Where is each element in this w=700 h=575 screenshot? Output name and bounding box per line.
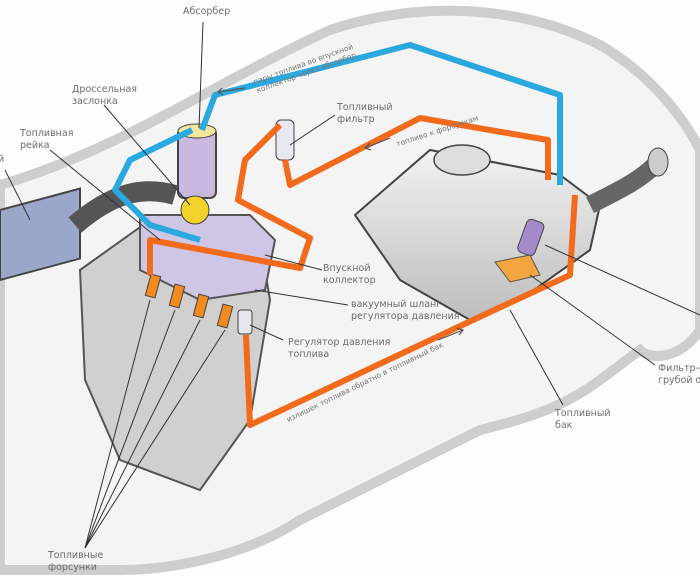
label-injectors: Топливные форсунки: [48, 550, 103, 574]
vacuum-line1: вакуумный шланг: [351, 299, 442, 310]
regulator-line1: Регулятор давления: [288, 337, 391, 348]
injectors-line1: Топливные: [48, 550, 104, 561]
pressure-regulator: [237, 309, 253, 335]
throttle-body: [180, 195, 210, 225]
label-fuel-filter: Топливный фильтр: [337, 102, 393, 126]
label-strainer: Фильтр-с грубой оч: [658, 363, 700, 387]
filter-line2: фильтр: [337, 114, 375, 125]
regulator-line2: топлива: [288, 349, 330, 360]
label-cut-left: й: [0, 154, 5, 165]
throttle-line2: заслонка: [72, 96, 118, 107]
vapor-pipe: [112, 42, 563, 243]
label-absorber: Абсорбер: [183, 6, 231, 17]
fuel-pump: [517, 218, 545, 257]
rail-line1: Топливная: [20, 128, 74, 139]
throttle-line1: Дроссельная: [72, 84, 137, 95]
air-duct: [68, 181, 178, 233]
vacuum-line2: регулятора давления: [351, 311, 460, 322]
tank-cap: [433, 144, 491, 176]
rail-line2: рейка: [20, 140, 50, 151]
intake-line2: коллектор: [323, 275, 376, 286]
intake-manifold: [139, 214, 277, 302]
strainer-line2: грубой оч: [658, 375, 700, 386]
filter-line1: Топливный: [337, 102, 393, 113]
label-throttle: Дроссельная заслонка: [72, 84, 137, 108]
fuel-supply-pipe: [147, 115, 551, 275]
injectors-line2: форсунки: [48, 562, 97, 573]
strainer: [494, 254, 541, 283]
label-vacuum-hose: вакуумный шланг регулятора давления: [351, 299, 460, 323]
strainer-line1: Фильтр-с: [658, 363, 700, 374]
label-pressure-regulator: Регулятор давления топлива: [288, 337, 390, 361]
fuel-return-pipe: [243, 194, 578, 428]
tank-line2: бак: [555, 420, 573, 431]
flow-arrows: [217, 87, 465, 341]
intake-line1: Впускной: [323, 263, 371, 274]
injectors: [144, 273, 234, 329]
label-fuel-tank: Топливный бак: [555, 408, 611, 432]
leader-lines: [4, 21, 700, 549]
label-fuel-rail: Топливная рейка: [20, 128, 73, 152]
tank-line1: Топливный: [555, 408, 611, 419]
label-intake-manifold: Впускной коллектор: [323, 263, 376, 287]
